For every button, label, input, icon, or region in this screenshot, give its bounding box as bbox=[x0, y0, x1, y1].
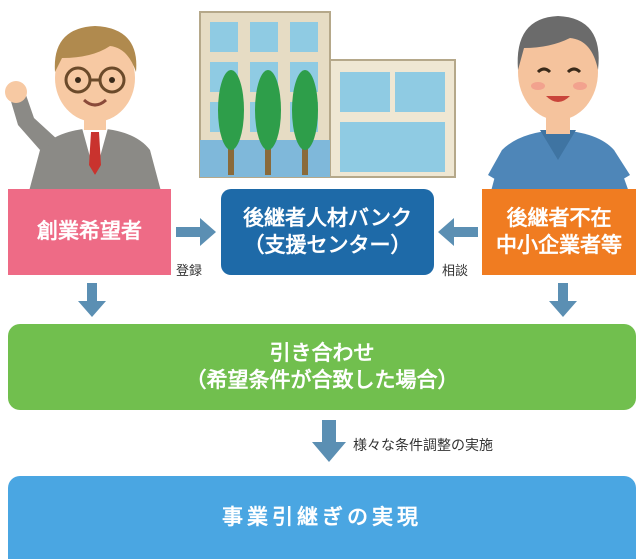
realize-box: 事業引継ぎの実現 bbox=[8, 476, 636, 559]
match-label-line1: 引き合わせ bbox=[269, 340, 375, 365]
arrow-down-left-icon bbox=[78, 283, 106, 317]
bank-label-line2: （支援センター） bbox=[243, 233, 412, 257]
match-label-line2: （希望条件が合致した場合） bbox=[185, 368, 459, 392]
arrow-left-icon bbox=[438, 218, 478, 246]
owner-box: 後継者不在 中小企業者等 bbox=[482, 189, 636, 275]
owner-label-line2: 中小企業者等 bbox=[496, 233, 622, 257]
adjust-label: 様々な条件調整の実施 bbox=[353, 438, 493, 454]
applicant-box: 創業希望者 bbox=[8, 189, 171, 275]
arrow-right-icon bbox=[176, 218, 216, 246]
bank-box: 後継者人材バンク （支援センター） bbox=[221, 189, 434, 275]
realize-label: 事業引継ぎの実現 bbox=[222, 504, 422, 529]
arrow-down-center-icon bbox=[312, 420, 346, 462]
owner-label-line1: 後継者不在 bbox=[506, 205, 612, 230]
businessman-waving-icon bbox=[5, 26, 162, 195]
arrow-down-right-icon bbox=[549, 283, 577, 317]
bank-label-line1: 後継者人材バンク bbox=[242, 205, 413, 230]
match-box: 引き合わせ （希望条件が合致した場合） bbox=[8, 324, 636, 410]
applicant-label: 創業希望者 bbox=[37, 219, 142, 244]
office-building-icon bbox=[199, 11, 456, 178]
consult-label: 相談 bbox=[442, 264, 469, 279]
register-label: 登録 bbox=[176, 264, 203, 279]
factory-worker-icon bbox=[488, 16, 630, 195]
